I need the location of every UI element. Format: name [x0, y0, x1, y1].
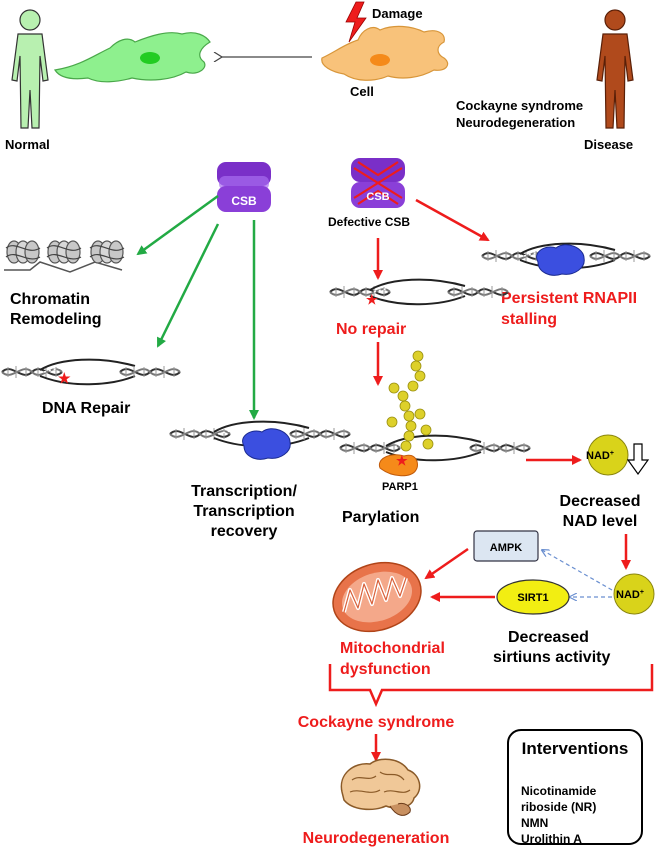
- decreased-sirtuins-label-2: sirtiuns activity: [493, 649, 610, 666]
- arrow-to-dna-repair: [156, 223, 220, 348]
- normal-cell: [54, 32, 211, 83]
- dna-repair-label: DNA Repair: [42, 400, 130, 417]
- svg-text:★: ★: [396, 453, 408, 468]
- parp1-label: PARP1: [382, 481, 418, 493]
- intervention-item: Nicotinamide: [521, 784, 597, 798]
- defective-csb-label: Defective CSB: [328, 215, 410, 229]
- nad-circle-bottom: [613, 573, 655, 615]
- dna-icon: ★: [1, 358, 181, 386]
- parylation-label: Parylation: [342, 509, 419, 526]
- down-arrow-icon: [626, 443, 650, 476]
- no-repair-dna-icon: ★: [329, 278, 509, 307]
- stalling-label-1: Persistent RNAPII: [501, 290, 637, 307]
- interventions-title: Interventions: [521, 739, 629, 758]
- decreased-nad-label-1: Decreased: [560, 493, 641, 510]
- svg-text:★: ★: [366, 292, 378, 307]
- sirt1-ellipse: [496, 579, 570, 615]
- nad-sup-top: +: [610, 450, 614, 457]
- disease-label: Disease: [584, 137, 633, 152]
- intervention-item: Urolithin A: [521, 832, 582, 846]
- interventions-box: Interventions Nicotinamide riboside (NR)…: [507, 729, 643, 847]
- chromatin-label-1: Chromatin: [10, 291, 90, 308]
- chromatin-label-2: Remodeling: [10, 311, 102, 328]
- damaged-cell: [321, 25, 449, 81]
- intervention-item: NMN: [521, 816, 549, 830]
- cockayne-syndrome-label: Cockayne syndrome: [298, 714, 455, 731]
- mitochondrion-icon: [332, 561, 422, 633]
- parylation-dna-icon: [339, 434, 531, 462]
- ampk-to-mito-arrow: [424, 547, 469, 580]
- ampk-box: [473, 530, 539, 562]
- csb-protein: [217, 162, 271, 212]
- intervention-item: riboside (NR): [521, 800, 597, 814]
- transcription-label-2: Transcription: [193, 503, 294, 520]
- ampk-label: AMPK: [490, 542, 522, 554]
- lightning-icon: [345, 1, 367, 43]
- stalled-rnapii-icon: [536, 244, 585, 276]
- rnapii-icon: [242, 428, 291, 460]
- normal-person-icon: [11, 9, 49, 129]
- normal-label: Normal: [5, 137, 50, 152]
- no-repair-label: No repair: [336, 321, 406, 338]
- disease-person-icon: [596, 9, 634, 129]
- damage-label: Damage: [372, 6, 423, 21]
- interventions-list: Nicotinamide riboside (NR) NMN Urolithin…: [521, 783, 596, 847]
- csb-label: CSB: [231, 194, 257, 208]
- nucleosome-icon: [4, 240, 125, 273]
- brain-icon: [340, 758, 421, 816]
- mito-label-2: dysfunction: [340, 661, 431, 678]
- transcription-label-1: Transcription/: [191, 483, 297, 500]
- mito-label-1: Mitochondrial: [340, 640, 445, 657]
- decreased-sirtuins-label-1: Decreased: [508, 629, 589, 646]
- nad-text-bottom: NAD: [616, 589, 640, 601]
- nad-circle-top: [587, 434, 629, 476]
- sirt1-label: SIRT1: [517, 592, 548, 604]
- cell-label: Cell: [350, 84, 374, 99]
- arrow-to-chromatin: [136, 194, 219, 256]
- arrow-to-stalling: [415, 198, 490, 242]
- neurodegeneration-label: Neurodegeneration: [303, 830, 450, 847]
- defective-csb-protein: [351, 158, 405, 208]
- nad-label-bottom: NAD+: [616, 589, 644, 601]
- disease-condition-2: Neurodegeneration: [456, 115, 575, 130]
- svg-text:★: ★: [58, 370, 71, 386]
- nad-label-top: NAD+: [586, 450, 614, 462]
- defective-csb-inner-label: CSB: [366, 191, 389, 203]
- convergence-bracket: [328, 664, 654, 708]
- disease-condition-1: Cockayne syndrome: [456, 98, 583, 113]
- transcription-label-3: recovery: [211, 523, 278, 540]
- decreased-nad-label-2: NAD level: [563, 513, 638, 530]
- stalling-label-2: stalling: [501, 311, 557, 328]
- nad-text-top: NAD: [586, 450, 610, 462]
- parp1-icon: ★: [378, 453, 418, 477]
- nad-sup-bottom: +: [640, 589, 644, 596]
- par-chain: [386, 350, 434, 452]
